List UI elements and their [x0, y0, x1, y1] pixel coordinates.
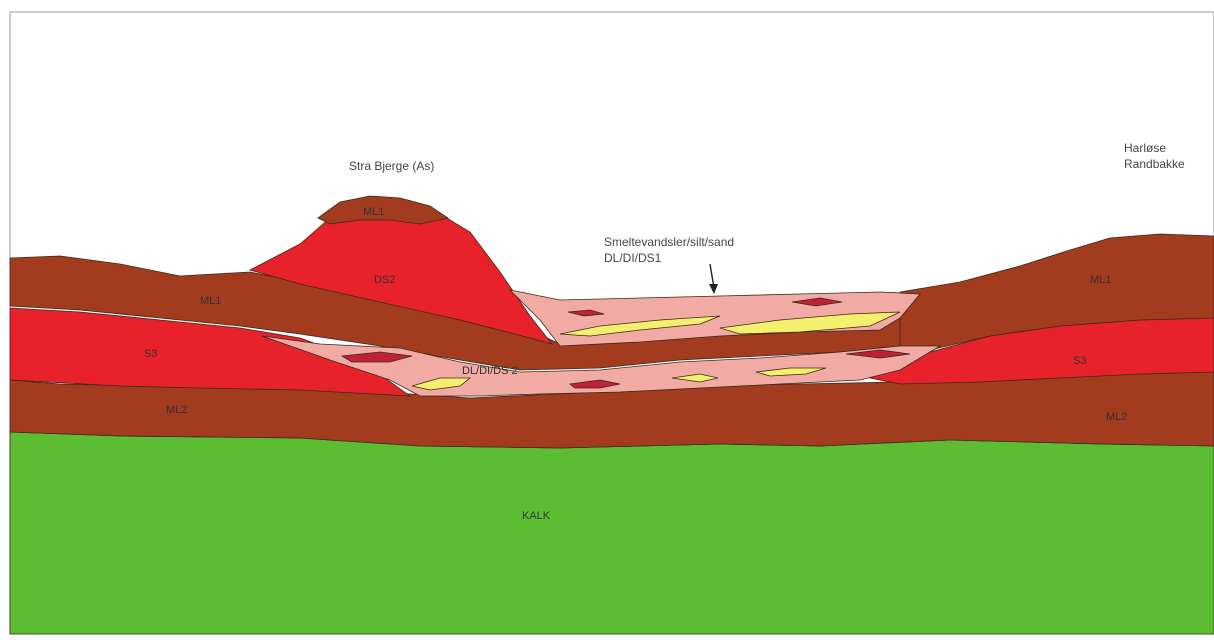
label-s3-right: S3	[1073, 355, 1086, 367]
label-kalk: KALK	[522, 510, 551, 522]
label-ml1-left: ML1	[200, 295, 221, 307]
title-stra-bjerge: Stra Bjerge (As)	[349, 159, 434, 173]
label-ml2-right: ML2	[1106, 411, 1127, 423]
label-ml1-cap: ML1	[363, 206, 384, 218]
label-ml1-right: ML1	[1090, 274, 1111, 286]
label-s3-left: S3	[144, 348, 157, 360]
title-harlose-line1: Harløse	[1124, 141, 1166, 155]
label-dl-ds2: DL/DI/DS 2	[462, 365, 518, 377]
title-harlose-line2: Randbakke	[1124, 157, 1185, 171]
label-ml2-left: ML2	[166, 404, 187, 416]
title-meltwater-line1: Smeltevandsler/silt/sand	[604, 235, 734, 249]
title-meltwater-line2: DL/DI/DS1	[604, 251, 662, 265]
label-ds2: DS2	[374, 274, 395, 286]
layer-kalk	[10, 432, 1214, 634]
